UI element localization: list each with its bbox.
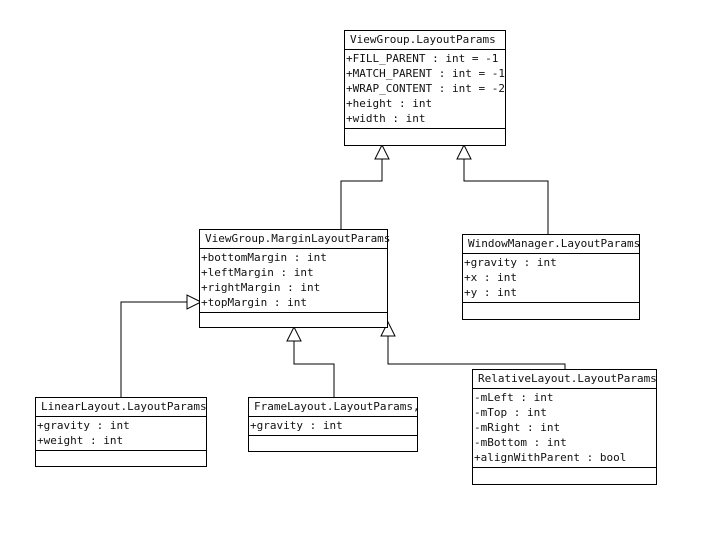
operation-list (473, 468, 656, 483)
attribute: +gravity : int (250, 419, 343, 432)
generalization-arrowhead (286, 325, 302, 342)
attribute: +width : int (346, 112, 426, 125)
attribute: +rightMargin : int (201, 281, 321, 294)
class-linear-layoutparams[interactable]: LinearLayout.LayoutParams +gravity : int… (35, 397, 207, 467)
operation-list (463, 303, 639, 318)
attribute-list: +gravity : int (249, 417, 417, 436)
attribute: +topMargin : int (201, 296, 307, 309)
class-name: ViewGroup.MarginLayoutParams (200, 230, 390, 249)
edge-linear-to-margin (120, 301, 187, 398)
attribute-list: +FILL_PARENT : int = -1 +MATCH_PARENT : i… (345, 50, 505, 129)
attribute: +gravity : int (464, 256, 557, 269)
operation-list (200, 313, 387, 328)
class-name: FrameLayout.LayoutParams, (249, 398, 420, 417)
attribute: +x : int (464, 271, 517, 284)
attribute: +bottomMargin : int (201, 251, 327, 264)
attribute: -mBottom : int (474, 436, 567, 449)
operation-list (36, 451, 206, 466)
attribute: +WRAP_CONTENT : int = -2 (346, 82, 505, 95)
class-frame-layoutparams[interactable]: FrameLayout.LayoutParams, +gravity : int (248, 397, 420, 452)
attribute-list: +bottomMargin : int +leftMargin : int +rig… (200, 249, 387, 313)
edge-frame-to-margin (293, 341, 335, 398)
edge-margin-to-viewgroup (340, 159, 383, 230)
operation-list (345, 129, 505, 144)
attribute: +alignWithParent : bool (474, 451, 627, 464)
edge-windowmanager-to-viewgroup (463, 159, 549, 235)
generalization-arrowhead (380, 320, 396, 337)
edge-relative-to-margin (387, 336, 566, 370)
class-name: ViewGroup.LayoutParams (345, 31, 505, 50)
class-margin-layoutparams[interactable]: ViewGroup.MarginLayoutParams +bottomMarg… (199, 229, 390, 328)
generalization-arrowhead (186, 294, 203, 310)
class-name: RelativeLayout.LayoutParams (473, 370, 657, 389)
class-relative-layoutparams[interactable]: RelativeLayout.LayoutParams -mLeft : int… (472, 369, 657, 485)
attribute: -mTop : int (474, 406, 547, 419)
attribute-list: +gravity : int +weight : int (36, 417, 206, 451)
attribute: +FILL_PARENT : int = -1 (346, 52, 499, 65)
attribute: -mLeft : int (474, 391, 554, 404)
attribute-list: +gravity : int +x : int +y : int (463, 254, 639, 303)
attribute: +leftMargin : int (201, 266, 314, 279)
attribute: +MATCH_PARENT : int = -1 (346, 67, 505, 80)
class-windowmanager-layoutparams[interactable]: WindowManager.LayoutParams +gravity : in… (462, 234, 640, 320)
attribute-list: -mLeft : int -mTop : int -mRight : int -mBo… (473, 389, 656, 468)
operation-list (249, 436, 417, 451)
attribute: -mRight : int (474, 421, 561, 434)
class-viewgroup-layoutparams[interactable]: ViewGroup.LayoutParams +FILL_PARENT : in… (344, 30, 506, 146)
class-name: LinearLayout.LayoutParams (36, 398, 207, 417)
attribute: +weight : int (37, 434, 124, 447)
attribute: +gravity : int (37, 419, 130, 432)
generalization-arrowhead (456, 143, 472, 160)
generalization-arrowhead (374, 143, 390, 160)
attribute: +height : int (346, 97, 433, 110)
attribute: +y : int (464, 286, 517, 299)
class-name: WindowManager.LayoutParams (463, 235, 640, 254)
